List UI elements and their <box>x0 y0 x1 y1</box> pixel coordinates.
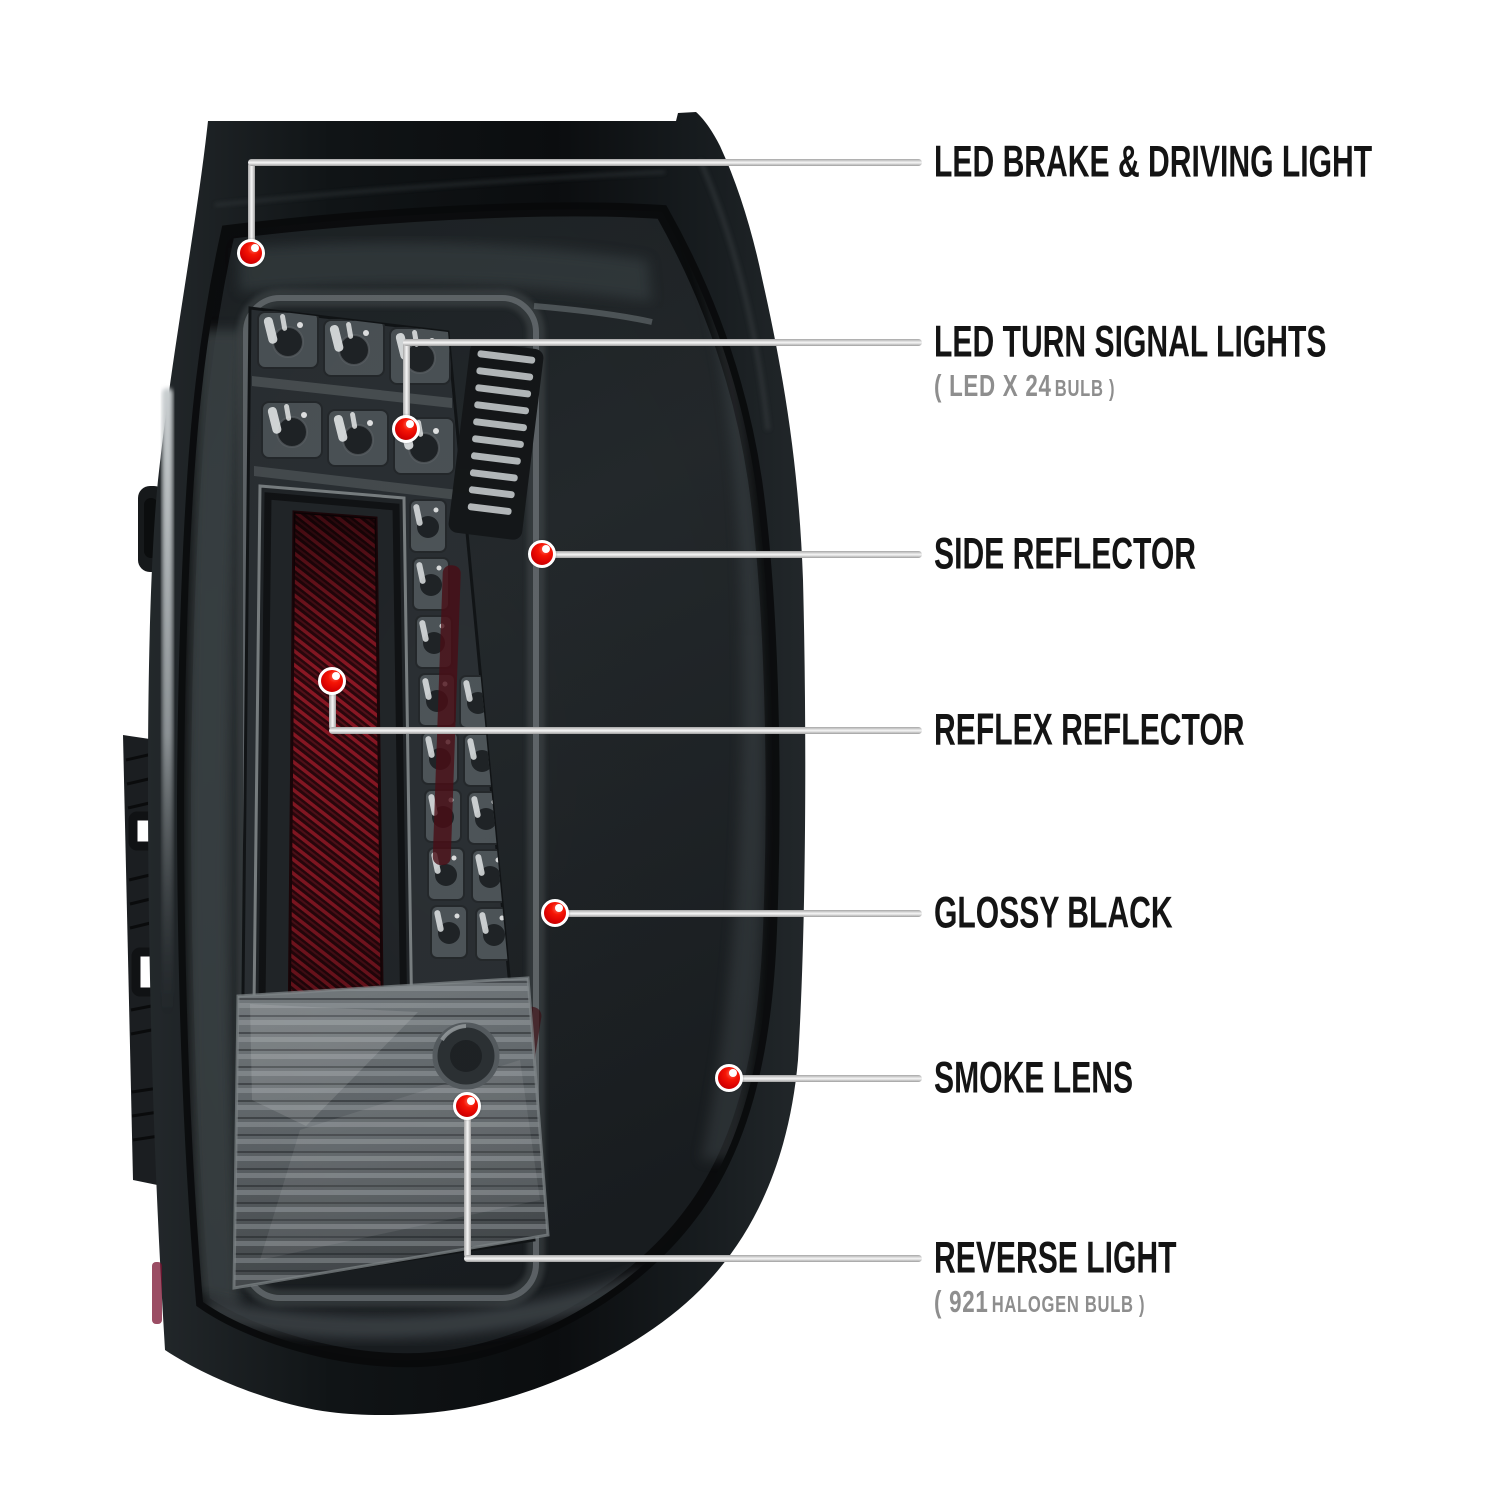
leader-line <box>538 550 922 558</box>
leader-line-vertical <box>463 1106 471 1258</box>
callout-dot-icon <box>541 899 569 927</box>
callout-sublabel: ( 921 HALOGEN BULB ) <box>934 1284 1146 1319</box>
callout-dot-icon <box>392 415 420 443</box>
leader-line-vertical <box>328 681 336 730</box>
callout-sublabel: ( LED X 24 BULB ) <box>934 368 1116 403</box>
leader-line <box>247 158 922 166</box>
leader-line <box>463 1254 922 1262</box>
leader-line <box>328 726 922 734</box>
callout-dot-icon <box>318 667 346 695</box>
leader-line <box>402 338 922 346</box>
leader-line <box>551 909 922 917</box>
callout-dot-icon <box>237 239 265 267</box>
leader-line-vertical <box>247 162 255 253</box>
callout-dot-icon <box>453 1092 481 1120</box>
callout-label: REFLEX REFLECTOR <box>934 705 1245 755</box>
callout-label: SMOKE LENS <box>934 1053 1134 1103</box>
callout-label: SIDE REFLECTOR <box>934 529 1197 579</box>
callout-label: REVERSE LIGHT <box>934 1233 1177 1283</box>
callout-label: LED TURN SIGNAL LIGHTS <box>934 317 1327 367</box>
callout-dot-icon <box>528 540 556 568</box>
callout-label: LED BRAKE & DRIVING LIGHT <box>934 137 1373 187</box>
callout-label: GLOSSY BLACK <box>934 888 1173 938</box>
leader-line <box>725 1074 922 1082</box>
leader-line-vertical <box>402 342 410 429</box>
callout-dot-icon <box>715 1064 743 1092</box>
